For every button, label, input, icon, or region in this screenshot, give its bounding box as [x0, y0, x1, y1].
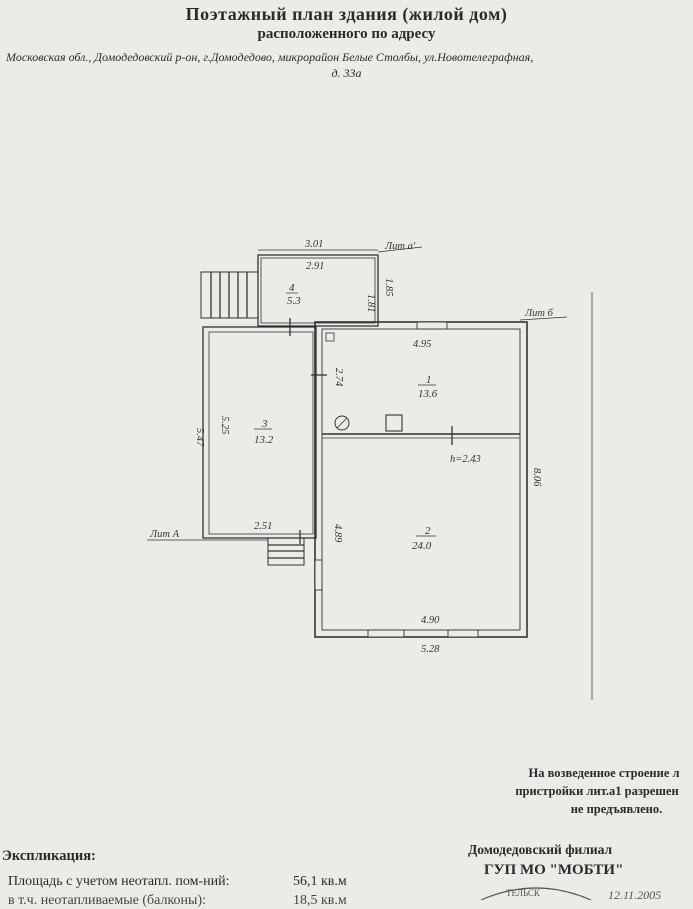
document-title: Поэтажный план здания (жилой дом)	[185, 4, 508, 24]
room-4-inner	[260, 257, 376, 324]
dim-3-01: 3.01	[304, 239, 323, 250]
ceiling-height: h=2.43	[450, 454, 481, 465]
address-line-1: Московская обл., Домодедовский р-он, г.Д…	[6, 50, 534, 64]
dim-8-06: 8.06	[531, 468, 542, 487]
area-value: 56,1 кв.м	[293, 874, 347, 889]
dim-4-95: 4.95	[413, 339, 431, 350]
explication-heading: Экспликация:	[2, 848, 96, 864]
boiler-icon	[334, 415, 350, 431]
room-1-area: 13.6	[418, 388, 438, 400]
room-3-outline	[202, 326, 317, 539]
room-3-number: 3	[261, 418, 268, 430]
dim-2-51: 2.51	[254, 521, 272, 532]
branch-name: Домодедовский филиал	[468, 842, 613, 857]
organization-name: ГУП МО "МОБТИ"	[484, 862, 624, 878]
dim-2-91: 2.91	[306, 261, 324, 272]
document-subtitle: расположенного по адресу	[257, 26, 436, 42]
label-lit-b: Лит б	[524, 308, 554, 319]
note-line-1: На возведенное строение л	[528, 766, 680, 780]
room-2-area: 24.0	[412, 540, 432, 552]
main-house-inner	[321, 328, 521, 631]
address-line-2: д. 33а	[331, 66, 362, 80]
stamp-text: ТЕЛЬСК	[506, 888, 541, 898]
dim-4-89: 4.89	[332, 524, 343, 543]
room-1-number: 1	[426, 374, 432, 386]
dim-2-74: 2.74	[333, 368, 344, 387]
room-4-area: 5.3	[287, 295, 301, 307]
room-4-number: 4	[289, 282, 295, 294]
sign-date: 12.11.2005	[608, 888, 662, 902]
unheated-area-value: 18,5 кв.м	[293, 893, 347, 908]
main-house-outline	[314, 321, 528, 638]
stamp-icon: ТЕЛЬСК	[480, 887, 592, 900]
unheated-area-label: в т.ч. неотапливаемые (балконы):	[8, 893, 207, 908]
label-lit-a: Лит А	[149, 529, 180, 540]
note-line-3: не предъявлено.	[570, 802, 663, 816]
dim-5-28: 5.28	[421, 644, 440, 655]
label-lit-a1: Лит а'	[384, 241, 416, 252]
dim-1-85: 1.85	[383, 278, 394, 296]
dim-1-81: 1.81	[365, 294, 376, 312]
note-line-2: пристройки лит.а1 разрешен	[515, 784, 679, 798]
dim-4-90: 4.90	[421, 615, 440, 626]
room-2-number: 2	[425, 525, 431, 537]
room-3-area: 13.2	[254, 434, 274, 446]
dim-5-47: 5.47	[194, 428, 205, 447]
dim-5-25: 5.25	[219, 416, 230, 434]
area-label: Площадь с учетом неотапл. пом-ний:	[8, 874, 230, 889]
room-3-inner	[208, 331, 314, 535]
stove-icon	[385, 414, 403, 432]
